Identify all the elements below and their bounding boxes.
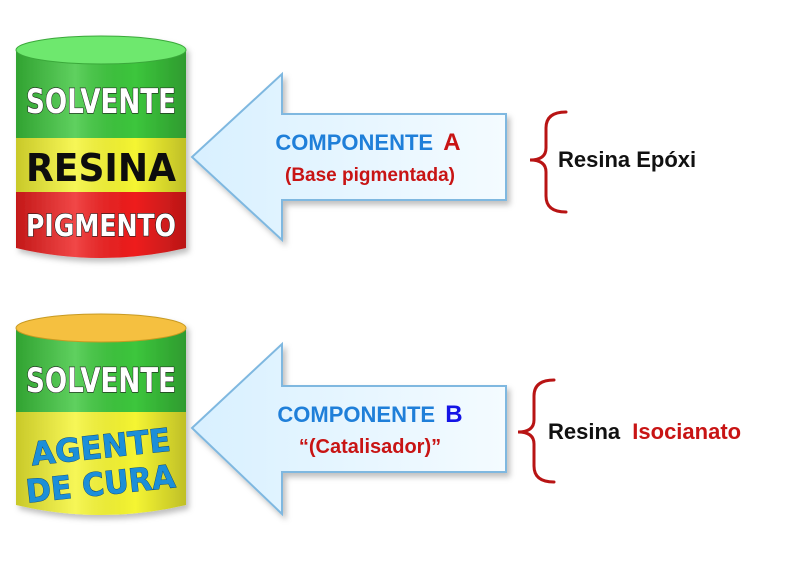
result-b-prefix: Resina — [548, 419, 621, 444]
arrow-b-subtitle: “(Catalisador)” — [299, 436, 441, 458]
arrow-a-title-word: COMPONENTE — [275, 130, 433, 155]
component-b-group: SOLVENTE AGENTE DE CURA COMPONENTE B “(C… — [15, 313, 741, 517]
arrow-b-title-word: COMPONENTE — [277, 402, 435, 427]
result-a: Resina Epóxi — [558, 147, 696, 172]
arrow-b-shape — [190, 341, 507, 517]
can-a: SOLVENTE RESINA PIGMENTO — [15, 35, 187, 258]
can-a-label-pigmento: PIGMENTO — [26, 209, 176, 244]
arrow-a-letter: A — [443, 129, 460, 156]
arrow-b-letter: B — [445, 401, 462, 428]
can-a-lid — [15, 35, 187, 65]
arrow-a-shape — [190, 71, 507, 243]
can-a-label-resina: RESINA — [26, 146, 177, 190]
arrow-a — [190, 71, 507, 243]
arrow-b-title: COMPONENTE B — [277, 401, 462, 428]
result-b: Resina Isocianato — [548, 419, 741, 444]
can-b-lid — [15, 313, 187, 343]
can-b-label-solvente: SOLVENTE — [26, 361, 176, 401]
brace-b — [517, 378, 556, 484]
can-a-label-solvente: SOLVENTE — [26, 82, 176, 122]
brace-a — [529, 110, 568, 214]
component-a-group: SOLVENTE RESINA PIGMENTO COMPONENTE A (B… — [15, 35, 696, 258]
result-b-highlight: Isocianato — [632, 419, 741, 444]
arrow-a-subtitle: (Base pigmentada) — [285, 165, 455, 186]
arrow-a-title: COMPONENTE A — [275, 129, 460, 156]
can-b-label-de-cura: DE CURA — [24, 457, 177, 510]
can-b: SOLVENTE AGENTE DE CURA — [15, 313, 187, 515]
arrow-b — [190, 341, 507, 517]
